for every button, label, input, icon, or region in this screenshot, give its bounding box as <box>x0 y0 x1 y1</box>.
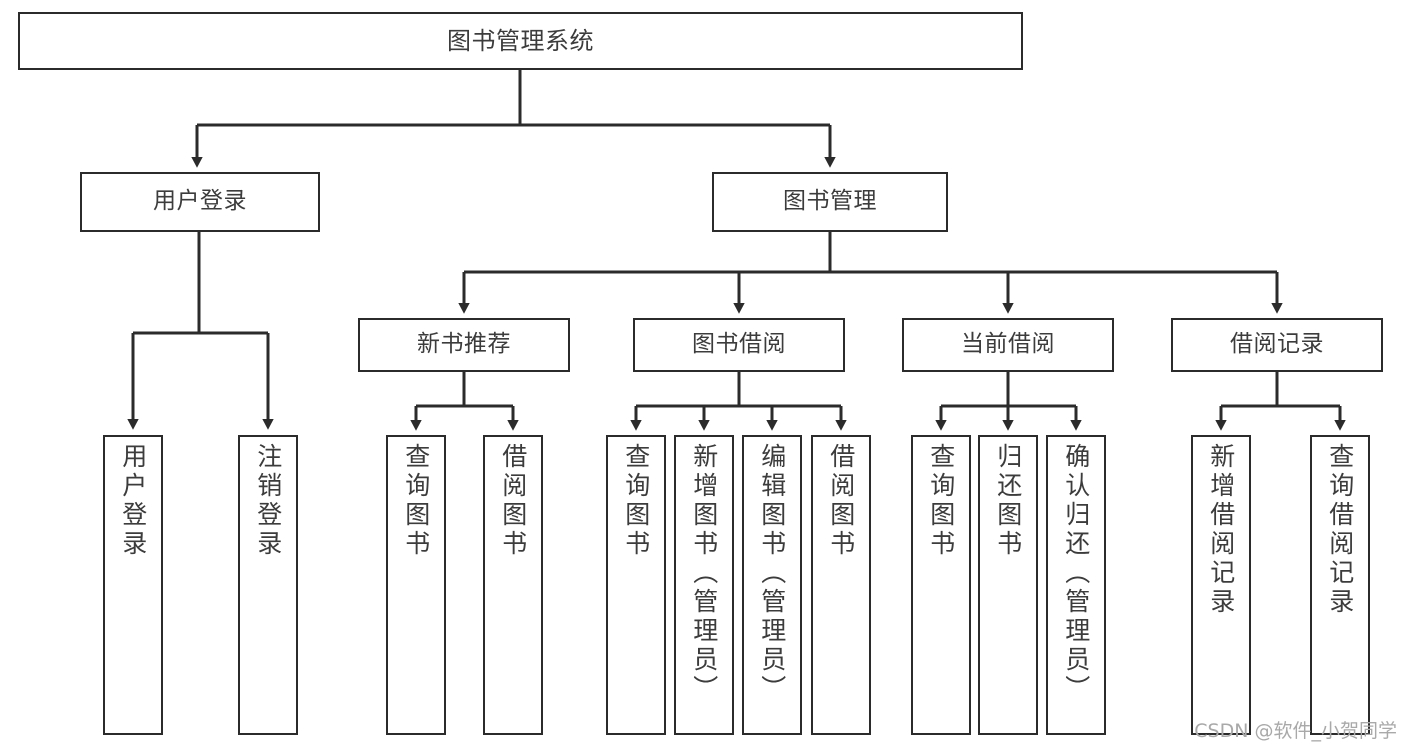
node-label: 图书管理 <box>783 188 877 215</box>
node-label: 当前借阅 <box>961 331 1055 358</box>
leaf-query-books-current[interactable]: 查询图书 <box>911 435 971 735</box>
node-label: 查询图书 <box>621 443 651 559</box>
node-label: 确认归还（管理员） <box>1061 443 1091 704</box>
leaf-confirm-return-admin[interactable]: 确认归还（管理员） <box>1046 435 1106 735</box>
node-book-management[interactable]: 图书管理 <box>712 172 948 232</box>
node-current-borrowing[interactable]: 当前借阅 <box>902 318 1114 372</box>
node-label: 新增图书（管理员） <box>689 443 719 704</box>
node-label: 注销登录 <box>253 443 283 559</box>
node-root-book-management-system[interactable]: 图书管理系统 <box>18 12 1023 70</box>
leaf-return-books[interactable]: 归还图书 <box>978 435 1038 735</box>
leaf-borrow-books-new[interactable]: 借阅图书 <box>483 435 543 735</box>
node-book-borrowing[interactable]: 图书借阅 <box>633 318 845 372</box>
node-label: 借阅记录 <box>1230 331 1324 358</box>
node-label: 图书借阅 <box>692 331 786 358</box>
leaf-query-books-borrow[interactable]: 查询图书 <box>606 435 666 735</box>
leaf-borrow-books[interactable]: 借阅图书 <box>811 435 871 735</box>
leaf-add-borrow-record[interactable]: 新增借阅记录 <box>1191 435 1251 735</box>
node-new-book-recommendation[interactable]: 新书推荐 <box>358 318 570 372</box>
leaf-query-books-new[interactable]: 查询图书 <box>386 435 446 735</box>
leaf-add-book-admin[interactable]: 新增图书（管理员） <box>674 435 734 735</box>
node-label: 借阅图书 <box>826 443 856 559</box>
csdn-watermark: CSDN @软件_小贺同学 <box>1194 720 1397 742</box>
leaf-edit-book-admin[interactable]: 编辑图书（管理员） <box>742 435 802 735</box>
node-label: 新书推荐 <box>417 331 511 358</box>
node-label: 编辑图书（管理员） <box>757 443 787 704</box>
node-label: 查询图书 <box>401 443 431 559</box>
node-user-login[interactable]: 用户登录 <box>80 172 320 232</box>
node-label: 归还图书 <box>993 443 1023 559</box>
node-borrowing-records[interactable]: 借阅记录 <box>1171 318 1383 372</box>
node-label: 用户登录 <box>118 443 148 559</box>
node-label: 查询借阅记录 <box>1325 443 1355 617</box>
node-label: 查询图书 <box>926 443 956 559</box>
leaf-user-login[interactable]: 用户登录 <box>103 435 163 735</box>
leaf-logout[interactable]: 注销登录 <box>238 435 298 735</box>
leaf-query-borrow-record[interactable]: 查询借阅记录 <box>1310 435 1370 735</box>
node-label: 用户登录 <box>153 188 247 215</box>
node-label: 借阅图书 <box>498 443 528 559</box>
node-label: 新增借阅记录 <box>1206 443 1236 617</box>
node-label: 图书管理系统 <box>447 26 594 55</box>
